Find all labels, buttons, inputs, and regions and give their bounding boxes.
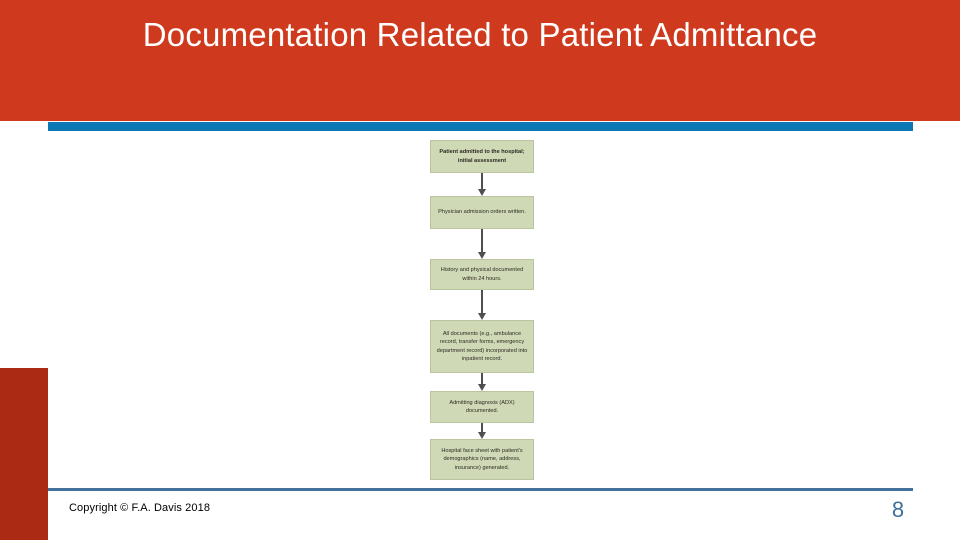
title-banner	[0, 0, 960, 121]
arrow-stem	[481, 373, 483, 385]
flowchart-step-6-label: Hospital face sheet with patient's demog…	[441, 447, 523, 471]
flowchart-arrow-down-icon-3	[430, 290, 534, 320]
admittance-documentation-flowchart: Patient admitted to the hospital; initia…	[430, 140, 534, 480]
arrow-head	[478, 252, 486, 259]
flowchart-step-6: Hospital face sheet with patient's demog…	[430, 439, 534, 480]
flowchart-arrow-down-icon-1	[430, 173, 534, 196]
flowchart-step-2: Physician admission orders written.	[430, 196, 534, 229]
arrow-head	[478, 384, 486, 391]
flowchart-step-5: Admitting diagnosis (ADX) documented.	[430, 391, 534, 423]
footer-divider-rule	[48, 488, 913, 491]
flowchart-arrow-down-icon-5	[430, 423, 534, 439]
left-accent-bar	[0, 368, 48, 540]
arrow-stem	[481, 229, 483, 253]
arrow-head	[478, 432, 486, 439]
arrow-head	[478, 313, 486, 320]
flowchart-step-1: Patient admitted to the hospital; initia…	[430, 140, 534, 173]
flowchart-step-1-label: Patient admitted to the hospital; initia…	[439, 149, 525, 164]
page-title: Documentation Related to Patient Admitta…	[142, 16, 818, 53]
arrow-stem	[481, 173, 483, 190]
flowchart-step-2-label: Physician admission orders written.	[438, 209, 526, 216]
flowchart-arrow-down-icon-2	[430, 229, 534, 259]
arrow-head	[478, 189, 486, 196]
header-divider-rule	[48, 122, 913, 131]
arrow-stem	[481, 423, 483, 433]
arrow-stem	[481, 290, 483, 314]
flowchart-step-4: All documents (e.g., ambulance record, t…	[430, 320, 534, 373]
page-number: 8	[891, 497, 905, 522]
copyright-notice: Copyright © F.A. Davis 2018	[69, 502, 211, 514]
flowchart-arrow-down-icon-4	[430, 373, 534, 391]
flowchart-step-5-label: Admitting diagnosis (ADX) documented.	[449, 399, 515, 414]
flowchart-step-4-label: All documents (e.g., ambulance record, t…	[436, 330, 528, 362]
flowchart-step-3-label: History and physical documented within 2…	[440, 267, 524, 282]
flowchart-step-3: History and physical documented within 2…	[430, 259, 534, 290]
